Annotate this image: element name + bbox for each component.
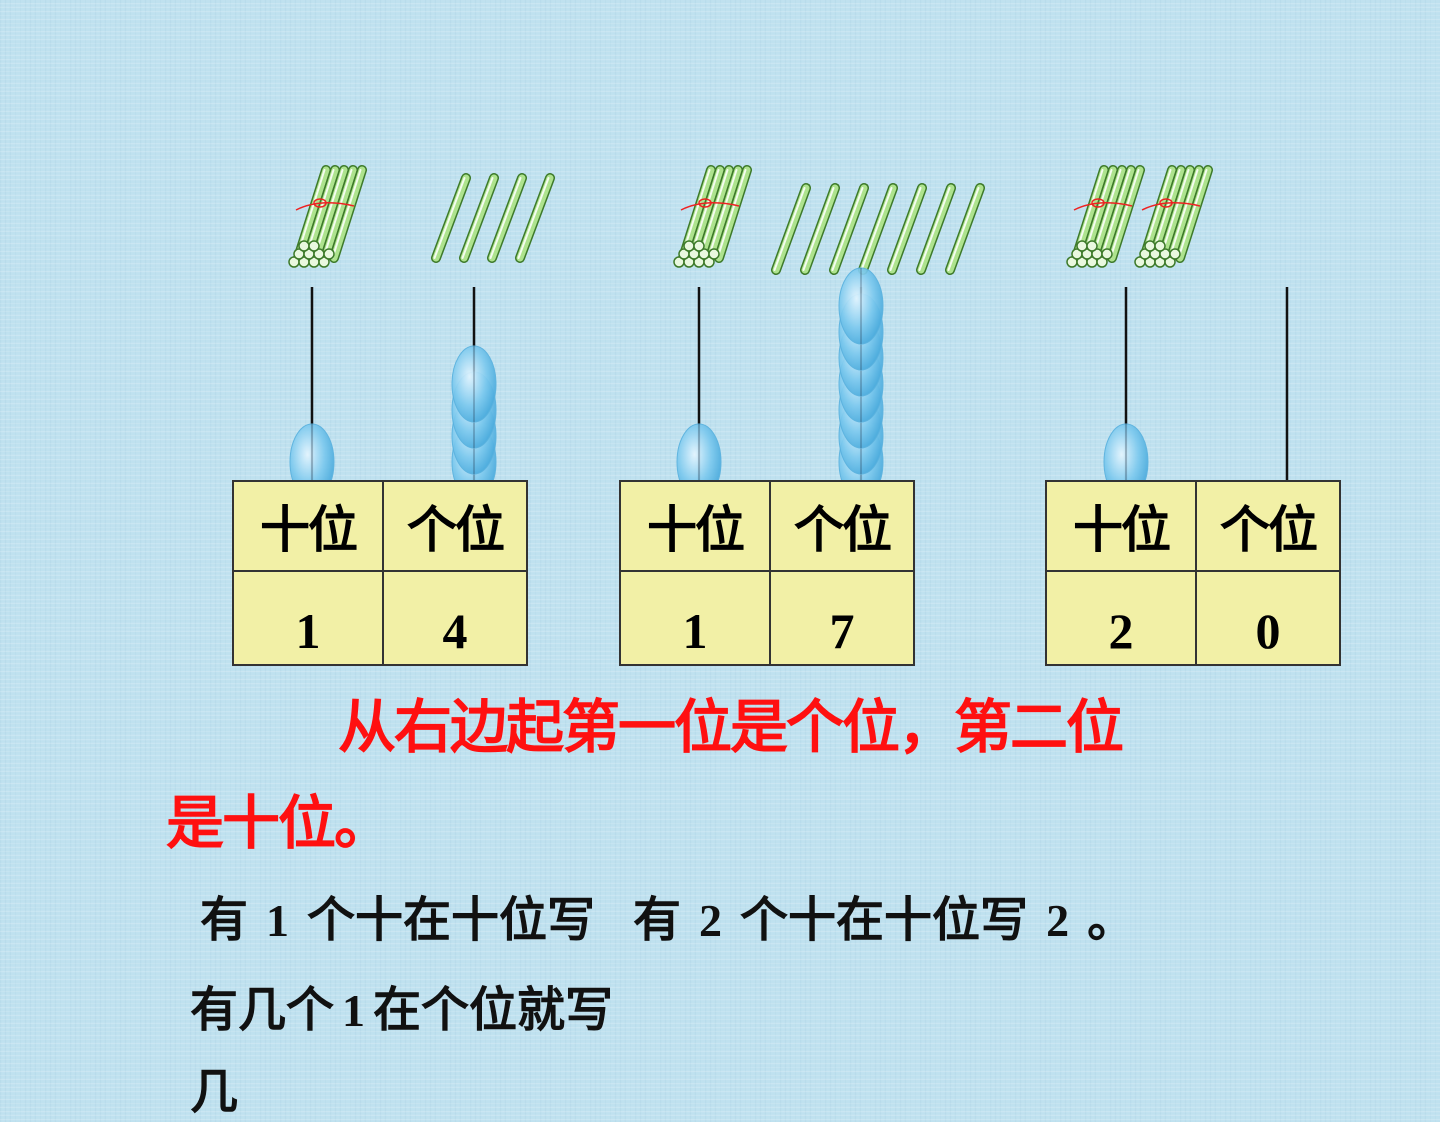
single-stick bbox=[945, 183, 985, 275]
single-stick bbox=[515, 173, 555, 263]
number-2: 2 bbox=[699, 895, 723, 946]
single-stick bbox=[887, 183, 927, 275]
header-tens: 十位 bbox=[1045, 480, 1197, 572]
single-stick bbox=[916, 183, 956, 275]
stick-end bbox=[308, 240, 320, 252]
stick-end bbox=[703, 256, 715, 268]
header-ones: 个位 bbox=[1195, 480, 1341, 572]
header-tens: 十位 bbox=[619, 480, 771, 572]
stick-end bbox=[1076, 240, 1088, 252]
place-value-table-3: 十位 个位 2 0 bbox=[1045, 480, 1341, 666]
single-stick bbox=[858, 183, 898, 275]
text-ones-write: 在个位就写 bbox=[373, 982, 614, 1038]
bundle-stick bbox=[320, 165, 358, 263]
tens-digit: 1 bbox=[232, 570, 384, 666]
stick-end bbox=[1144, 240, 1156, 252]
number-3: 2 bbox=[1046, 895, 1070, 946]
rule-line-2: 是十位。 bbox=[166, 789, 392, 857]
stick-end bbox=[323, 248, 335, 260]
single-stick bbox=[487, 173, 527, 263]
bundle-stick bbox=[1157, 165, 1195, 263]
bundle-tie bbox=[1073, 202, 1133, 211]
tie-knot bbox=[698, 198, 712, 208]
bundle-tie bbox=[680, 202, 740, 211]
stick-bundle bbox=[1134, 165, 1213, 268]
text-you-2: 有 bbox=[633, 892, 682, 948]
bundle-stick bbox=[329, 165, 367, 263]
bundle-stick bbox=[1166, 165, 1204, 263]
single-stick bbox=[800, 183, 840, 275]
ones-digit: 0 bbox=[1195, 570, 1341, 666]
tens-digit: 1 bbox=[619, 570, 771, 666]
bundle-stick bbox=[1107, 165, 1145, 263]
bead bbox=[451, 345, 497, 423]
stick-end bbox=[1096, 256, 1108, 268]
stick-end bbox=[1101, 248, 1113, 260]
stick-bundle bbox=[288, 165, 367, 268]
tie-knot bbox=[1091, 198, 1105, 208]
bundle-tie bbox=[295, 202, 355, 211]
stick-end bbox=[708, 248, 720, 260]
stick-end bbox=[318, 256, 330, 268]
abacus-illustration bbox=[288, 165, 1289, 501]
tie-knot bbox=[1159, 198, 1173, 208]
single-stick bbox=[431, 173, 471, 263]
bundle-stick bbox=[1089, 165, 1127, 263]
stick-bundle bbox=[1066, 165, 1145, 268]
bundle-stick bbox=[1175, 165, 1213, 263]
header-tens: 十位 bbox=[232, 480, 384, 572]
counting-sticks bbox=[288, 165, 1213, 275]
text-tens-write-2: 个十在十位写 bbox=[740, 892, 1029, 948]
ones-digit: 7 bbox=[769, 570, 915, 666]
stick-end bbox=[1169, 248, 1181, 260]
place-value-table-2: 十位 个位 1 7 bbox=[619, 480, 915, 666]
stick-end bbox=[298, 240, 310, 252]
single-stick bbox=[829, 183, 869, 275]
rule-line-1: 从右边起第一位是个位，第二位 bbox=[338, 693, 1124, 761]
number-one: 1 bbox=[342, 985, 366, 1036]
stick-end bbox=[1086, 240, 1098, 252]
bead bbox=[838, 267, 884, 345]
bundle-tie bbox=[1141, 202, 1201, 211]
tens-digit: 2 bbox=[1045, 570, 1197, 666]
sentence-ones-end: 几 bbox=[190, 1064, 239, 1120]
period: 。 bbox=[1087, 892, 1136, 948]
text-you-1: 有 bbox=[200, 892, 249, 948]
text-how-many: 有几个 bbox=[190, 982, 335, 1038]
single-stick bbox=[459, 173, 499, 263]
stick-end bbox=[1164, 256, 1176, 268]
bundle-stick bbox=[1098, 165, 1136, 263]
header-ones: 个位 bbox=[769, 480, 915, 572]
place-value-table-1: 十位 个位 1 4 bbox=[232, 480, 528, 666]
abacus-beads bbox=[289, 267, 1149, 501]
single-stick bbox=[771, 183, 811, 275]
bundle-stick bbox=[696, 165, 734, 263]
stick-end bbox=[1154, 240, 1166, 252]
header-ones: 个位 bbox=[382, 480, 528, 572]
tie-knot bbox=[313, 198, 327, 208]
bundle-stick bbox=[714, 165, 752, 263]
stick-end bbox=[693, 240, 705, 252]
bundle-stick bbox=[705, 165, 743, 263]
stick-end bbox=[683, 240, 695, 252]
text-tens-write-1: 个十在十位写 bbox=[307, 892, 596, 948]
bundle-stick bbox=[311, 165, 349, 263]
ones-digit: 4 bbox=[382, 570, 528, 666]
stick-bundle bbox=[673, 165, 752, 268]
number-1: 1 bbox=[266, 895, 290, 946]
